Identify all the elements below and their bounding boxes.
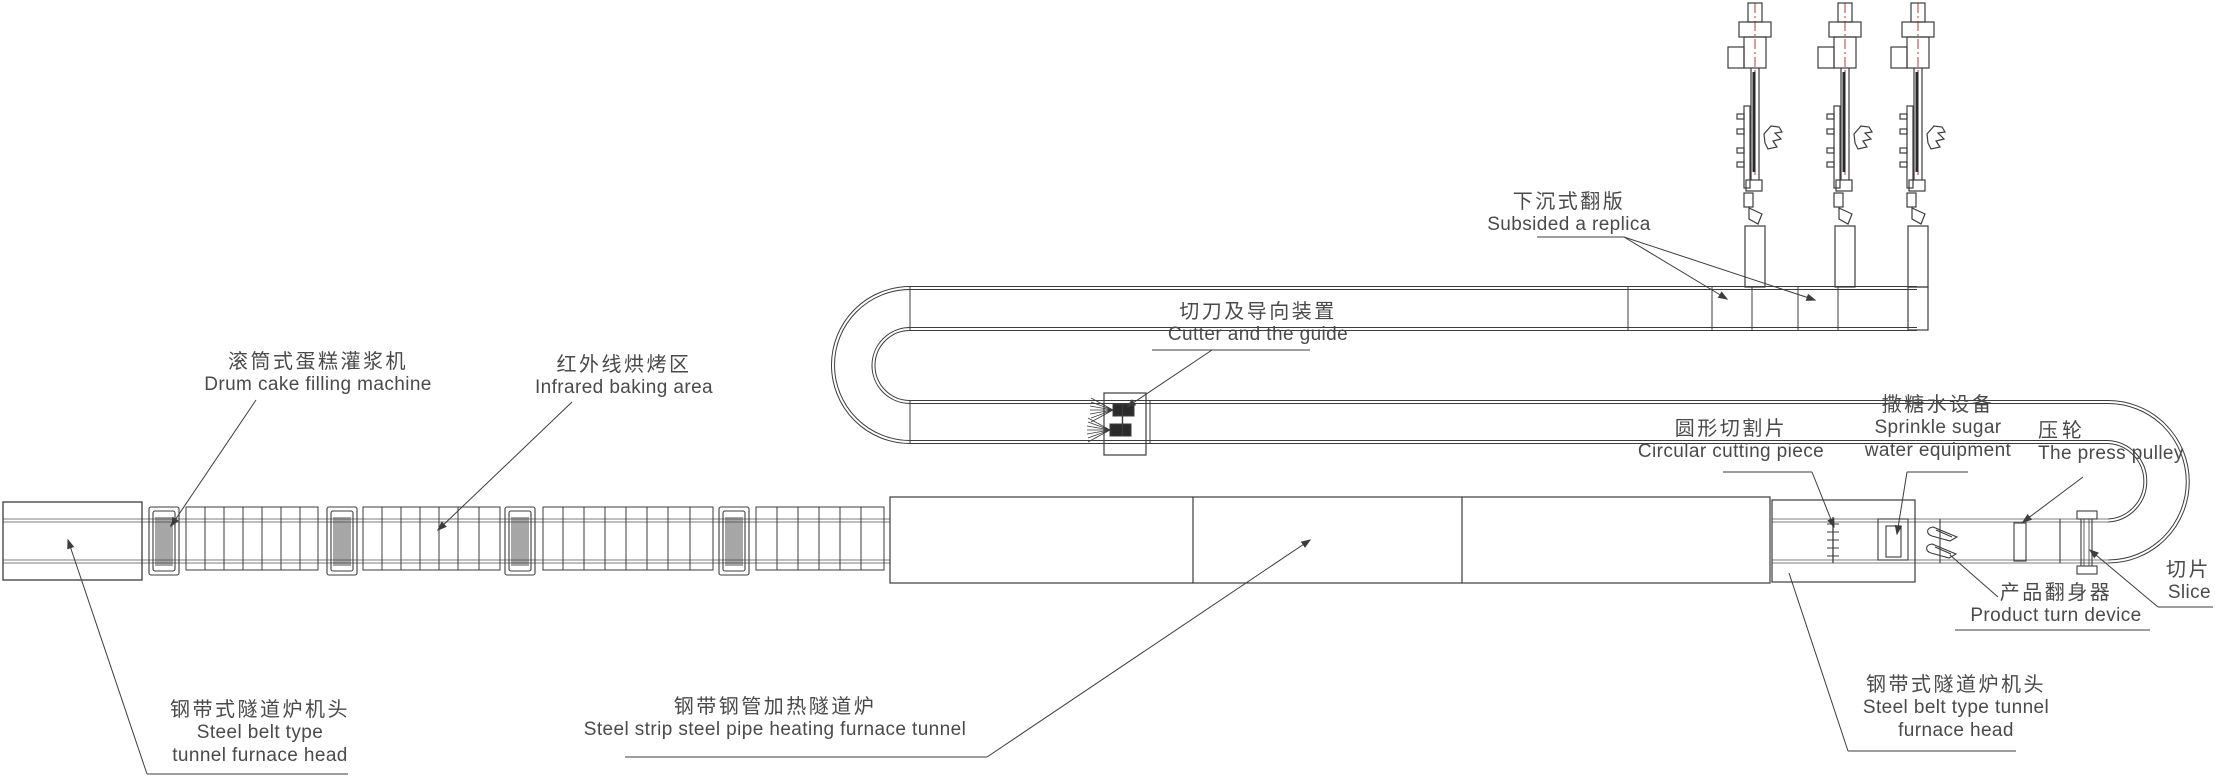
label-cutter-en: Cutter and the guide — [1167, 324, 1349, 345]
drum-unit — [148, 506, 180, 576]
leader-subsided-2 — [1623, 236, 1817, 301]
depositor-machines — [1726, 1, 1947, 331]
slicer-device — [2076, 510, 2098, 575]
label-sprinkle-sugar: 撒糖水设备 Sprinkle sugar water equipment — [1865, 393, 2011, 463]
label-subsided-zh: 下沉式翻版 — [1512, 191, 1626, 213]
leader-cutter — [1125, 349, 1213, 408]
label-head-right-en2: furnace head — [1898, 719, 2014, 741]
furnace-tunnel-boxes — [889, 496, 1771, 584]
depositor-machine — [1889, 1, 1947, 289]
baking-section — [755, 506, 885, 571]
left-u-turn — [831, 286, 911, 444]
label-sprinkle-en2: water equipment — [1864, 439, 2012, 461]
product-turn-flags — [1926, 526, 1959, 559]
label-product-turn-zh: 产品翻身器 — [1999, 582, 2113, 604]
label-head-left-en2: tunnel furnace head — [172, 744, 348, 766]
belt-tail-devices — [1926, 510, 2098, 575]
label-slice-en: Slice — [2167, 582, 2211, 603]
label-product-turn-en: Product turn device — [1970, 605, 2142, 626]
right-u-turn — [2107, 400, 2190, 564]
label-infrared-en: Infrared baking area — [534, 377, 714, 398]
upper-conveyor — [910, 286, 1917, 331]
drum-units — [148, 506, 750, 576]
label-drum-filler: 滚筒式蛋糕灌浆机 Drum cake filling machine — [204, 350, 432, 397]
label-head-left-en1: Steel belt type — [196, 722, 324, 743]
label-furnace-head-right: 钢带式隧道炉机头 Steel belt type tunnel furnace … — [1863, 673, 2049, 743]
label-heating-tunnel: 钢带钢管加热隧道炉 Steel strip steel pipe heating… — [584, 695, 966, 742]
label-heating-tunnel-zh: 钢带钢管加热隧道炉 — [673, 696, 877, 718]
label-heating-tunnel-en: Steel strip steel pipe heating furnace t… — [583, 719, 967, 740]
leader-circular-cutting — [1811, 471, 1835, 529]
depositor-machine — [1726, 1, 1784, 289]
leader-head-right — [1788, 572, 1849, 752]
label-press-pulley: 压轮 The press pulley — [2038, 419, 2184, 466]
return-conveyor — [910, 392, 2108, 456]
label-subsided-replica: 下沉式翻版 Subsided a replica — [1487, 190, 1651, 237]
label-press-en: The press pulley — [2038, 443, 2184, 464]
label-cutter-zh: 切刀及导向装置 — [1179, 301, 1337, 323]
label-slice-zh: 切片 — [2166, 559, 2211, 581]
label-infrared-baking: 红外线烘烤区 Infrared baking area — [535, 353, 713, 400]
discharge-frame — [1771, 499, 1916, 583]
leader-infrared — [436, 401, 573, 531]
label-circular-en: Circular cutting piece — [1637, 441, 1825, 462]
baking-section — [362, 506, 501, 571]
label-drum-filler-en: Drum cake filling machine — [204, 374, 432, 395]
label-infrared-zh: 红外线烘烤区 — [556, 354, 692, 376]
label-head-right-en1: Steel belt type tunnel — [1862, 697, 2050, 718]
leader-slice — [2088, 549, 2159, 608]
baking-section — [185, 506, 319, 571]
baking-sections — [185, 506, 885, 571]
label-product-turn: 产品翻身器 Product turn device — [1970, 581, 2141, 628]
label-press-zh: 压轮 — [2038, 420, 2086, 442]
label-slice: 切片 Slice — [2166, 558, 2211, 605]
drum-unit — [718, 506, 750, 576]
drum-unit — [326, 506, 358, 576]
leader-head-left — [67, 538, 148, 775]
leader-subsided-1 — [1623, 236, 1729, 300]
furnace-head-left-box — [2, 501, 143, 581]
label-head-left-zh: 钢带式隧道炉机头 — [170, 699, 350, 721]
drum-unit — [504, 506, 536, 576]
label-drum-filler-zh: 滚筒式蛋糕灌浆机 — [228, 351, 408, 373]
label-furnace-head-left: 钢带式隧道炉机头 Steel belt type tunnel furnace … — [170, 698, 350, 768]
cutter-guide-device — [1086, 392, 1151, 456]
label-subsided-en: Subsided a replica — [1487, 214, 1651, 235]
leader-product-turn — [1949, 554, 1999, 598]
leader-lines — [67, 236, 2213, 775]
press-pulley-roller — [2013, 522, 2027, 562]
label-cutter-guide: 切刀及导向装置 Cutter and the guide — [1168, 300, 1348, 347]
sugar-sprinkler-box — [1877, 518, 1909, 561]
label-circular-zh: 圆形切割片 — [1674, 418, 1788, 440]
label-sprinkle-en1: Sprinkle sugar — [1874, 417, 2002, 438]
leader-drum-filler — [170, 399, 257, 528]
leader-sprinkle — [1894, 471, 1908, 536]
leader-press-pulley — [2021, 476, 2084, 523]
depositor-machine — [1816, 1, 1874, 289]
label-circular-cutting: 圆形切割片 Circular cutting piece — [1638, 417, 1824, 464]
leader-heating-tunnel — [986, 539, 1312, 758]
label-head-right-zh: 钢带式隧道炉机头 — [1865, 674, 2046, 696]
baking-section — [542, 506, 714, 571]
label-sprinkle-zh: 撒糖水设备 — [1881, 394, 1995, 416]
